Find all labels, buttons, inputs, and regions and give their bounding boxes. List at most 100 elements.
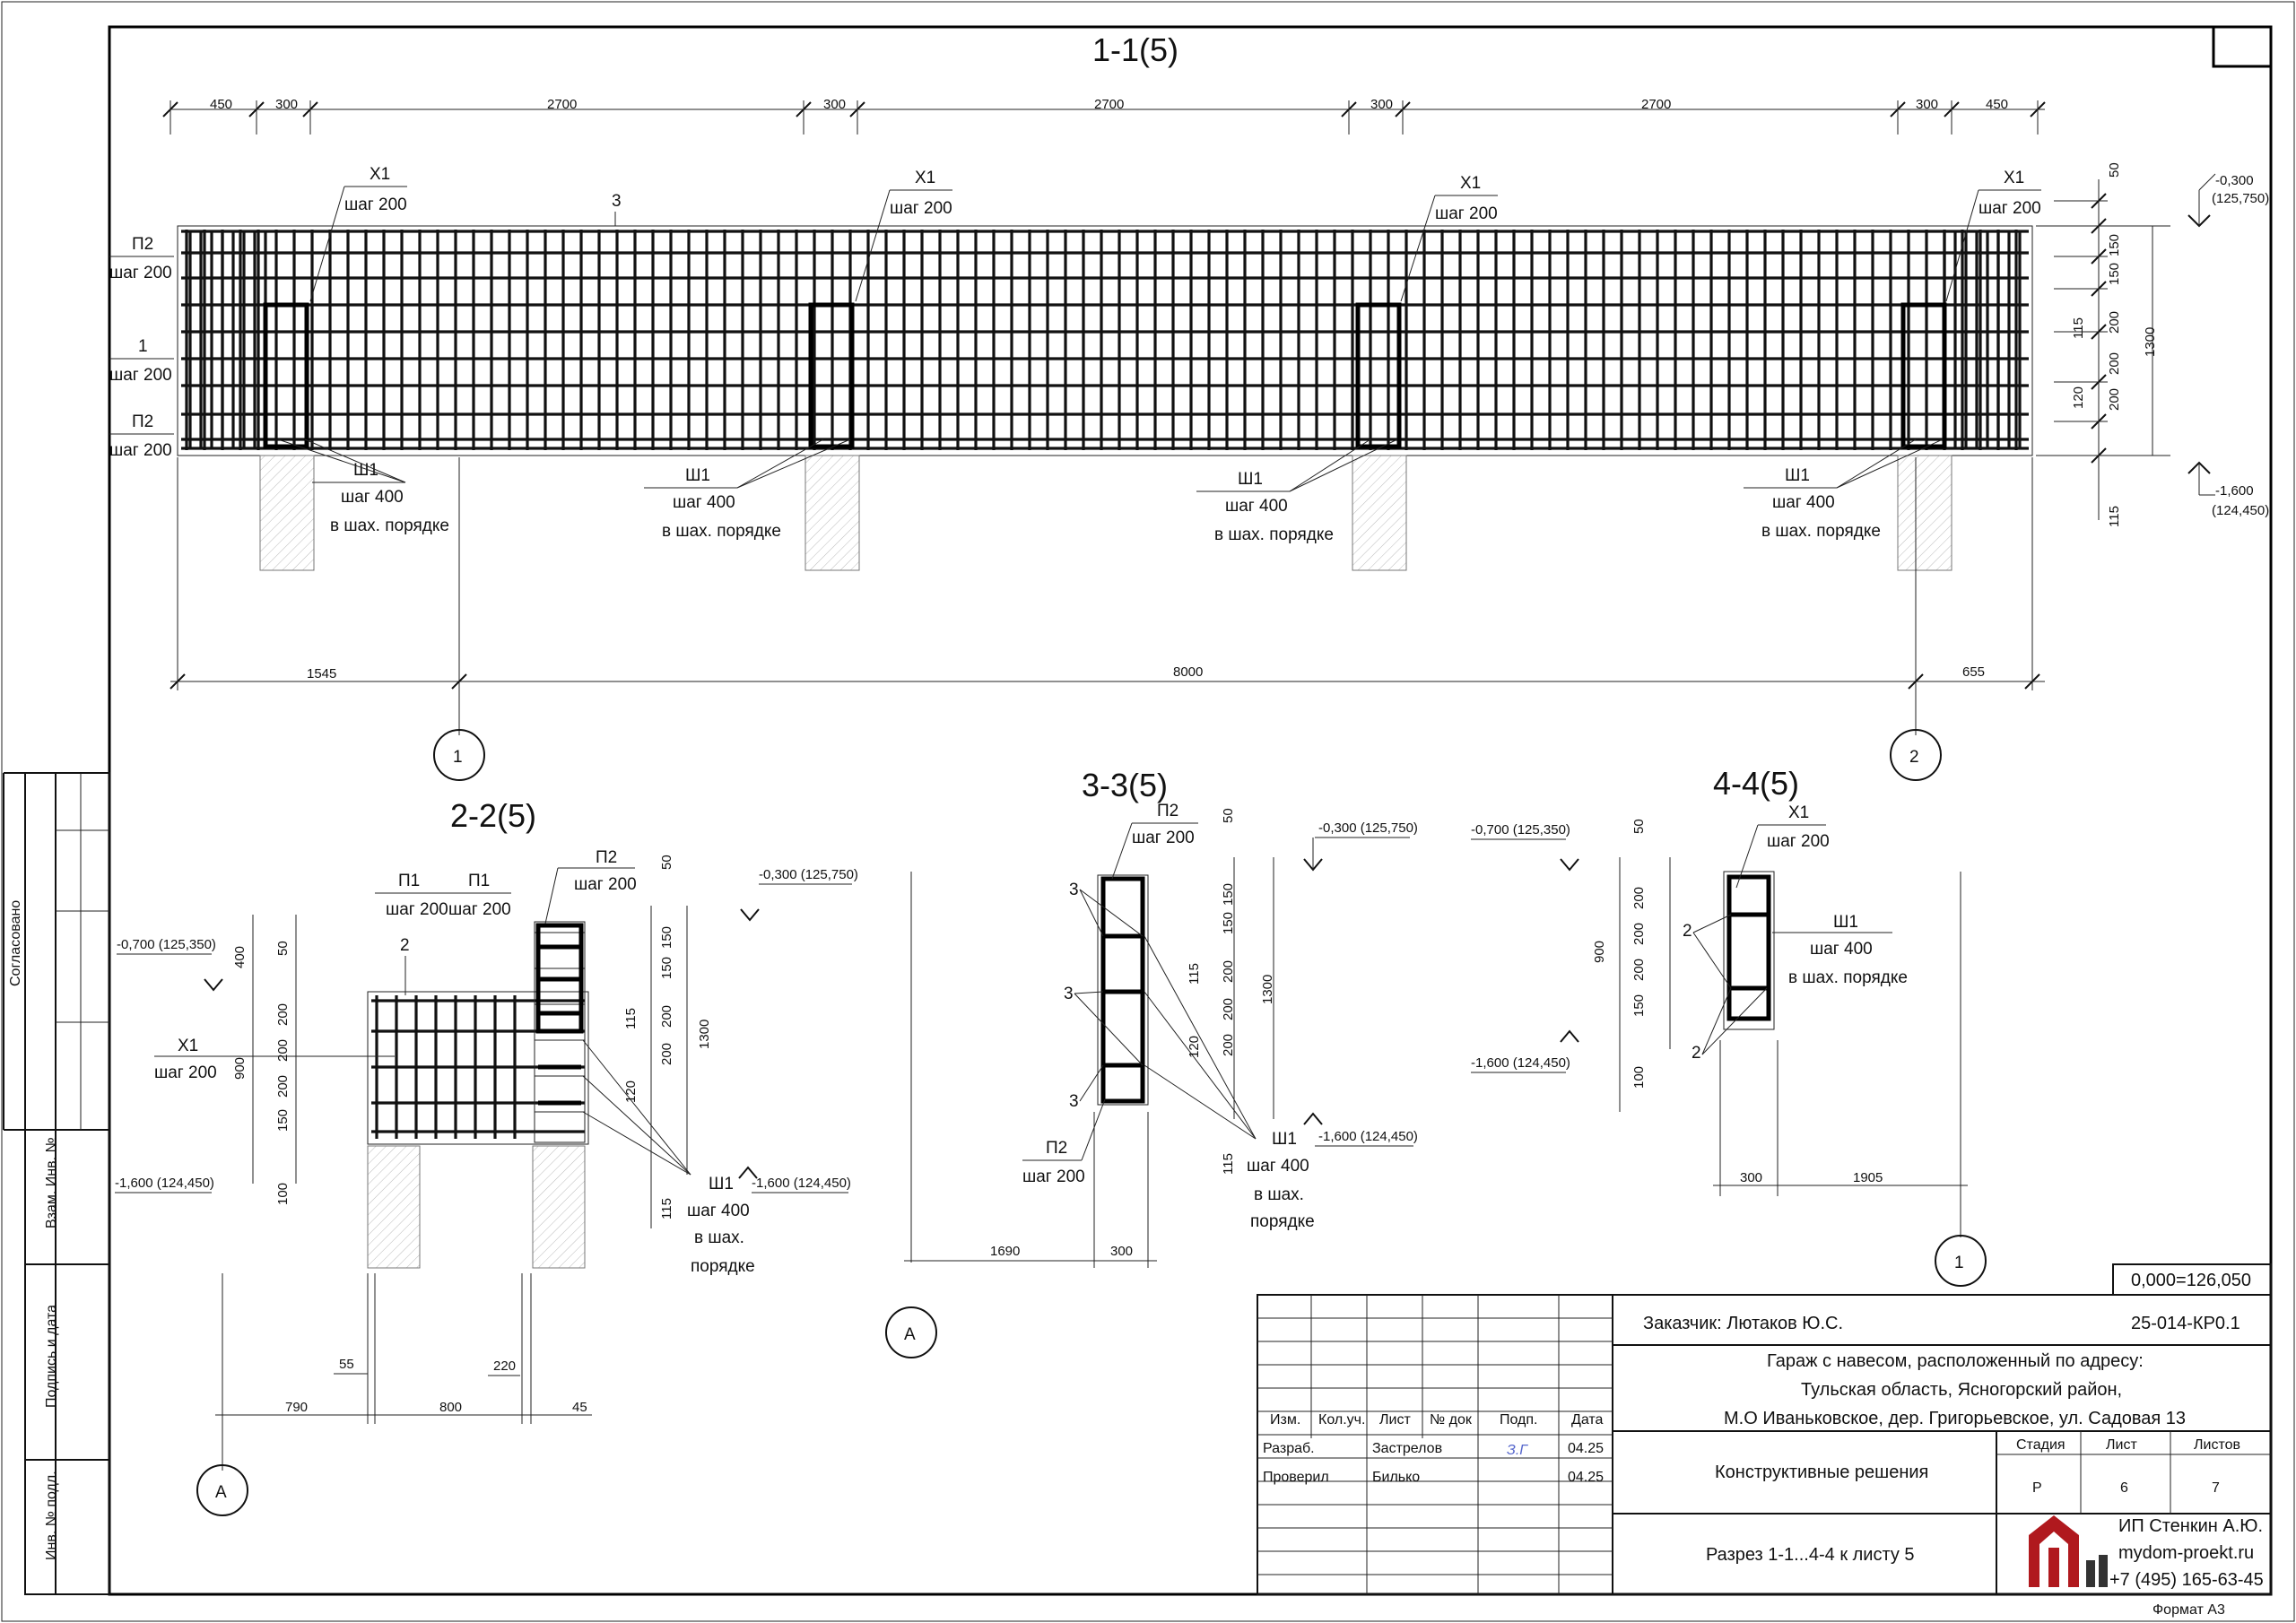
leader — [277, 438, 406, 483]
leader — [1836, 438, 1917, 489]
dim: 450 — [1986, 97, 2008, 112]
svg-text:ИП Стенкин А.Ю.: ИП Стенкин А.Ю. — [2118, 1516, 2263, 1536]
label-3: 3 — [612, 192, 622, 211]
label-step: шаг 400 — [341, 488, 404, 507]
dim: 150 — [2107, 263, 2122, 285]
svg-text:900: 900 — [1592, 941, 1607, 963]
beam-reinforcement — [181, 230, 2029, 450]
sign-date-label: Подпись и дата — [44, 1305, 59, 1408]
dim: 200 — [2107, 311, 2122, 334]
label-chess: в шах. порядке — [1761, 522, 1881, 541]
label-step: шаг 400 — [673, 493, 735, 512]
svg-text:шаг 200: шаг 200 — [1022, 1167, 1085, 1186]
svg-text:300: 300 — [1110, 1244, 1133, 1259]
section-1-1: 1-1(5) 450 300 2700 300 2700 300 2700 30… — [109, 31, 2269, 781]
svg-text:шаг 200: шаг 200 — [386, 900, 448, 919]
signature: З.Г — [1507, 1443, 1528, 1458]
format-label: Формат А3 — [2152, 1602, 2225, 1618]
svg-text:200: 200 — [659, 1005, 674, 1028]
pile — [1897, 455, 1952, 571]
stirrup — [535, 923, 584, 1034]
svg-text:04.25: 04.25 — [1568, 1470, 1604, 1485]
svg-text:mydom-proekt.ru: mydom-proekt.ru — [2118, 1543, 2254, 1563]
svg-text:-1,600 (124,450): -1,600 (124,450) — [752, 1176, 851, 1191]
svg-text:-1,600 (124,450): -1,600 (124,450) — [1471, 1055, 1570, 1071]
svg-text:-1,600 (124,450): -1,600 (124,450) — [1318, 1129, 1418, 1144]
label-x1: Х1 — [370, 165, 390, 184]
svg-text:-1,600 (124,450): -1,600 (124,450) — [115, 1176, 214, 1191]
svg-text:150: 150 — [1631, 994, 1647, 1017]
pile — [1352, 455, 1407, 571]
svg-text:200: 200 — [1631, 887, 1647, 909]
svg-text:шаг 400: шаг 400 — [687, 1202, 750, 1220]
section-title-4-4: 4-4(5) — [1713, 765, 1799, 802]
stirrup — [263, 302, 309, 449]
svg-text:А: А — [904, 1325, 916, 1344]
svg-text:шаг 200: шаг 200 — [574, 875, 637, 894]
svg-text:А: А — [215, 1483, 227, 1502]
label-step: шаг 400 — [1225, 497, 1288, 516]
svg-text:200: 200 — [1221, 998, 1236, 1020]
label-chess: в шах. порядке — [330, 516, 449, 535]
label-x1: Х1 — [1788, 803, 1809, 822]
leader — [1400, 195, 1436, 302]
label-step: шаг 200 — [890, 199, 952, 218]
label-step: шаг 200 — [109, 264, 172, 282]
title-block: 0,000=126,050 Изм. Кол.уч. Лист № док По… — [1257, 1263, 2272, 1618]
svg-text:порядке: порядке — [691, 1257, 755, 1276]
label-step: шаг 200 — [1979, 199, 2041, 218]
axis-marker-1: 1 — [433, 729, 485, 781]
svg-text:50: 50 — [1631, 819, 1647, 834]
dim: 1300 — [2143, 327, 2158, 357]
label-step: шаг 200 — [1435, 204, 1498, 223]
svg-text:200: 200 — [1631, 923, 1647, 945]
svg-text:Гараж с навесом, расположенный: Гараж с навесом, расположенный по адресу… — [1767, 1351, 2144, 1371]
svg-text:1300: 1300 — [697, 1020, 712, 1049]
svg-text:порядке: порядке — [1250, 1212, 1315, 1231]
label-x1: Х1 — [2004, 169, 2024, 187]
dim: 2700 — [1094, 97, 1124, 112]
svg-text:Изм.: Изм. — [1270, 1412, 1300, 1428]
label-sh1: Ш1 — [685, 466, 710, 485]
leader — [736, 438, 824, 489]
svg-text:3: 3 — [1069, 1092, 1079, 1111]
svg-text:1690: 1690 — [990, 1244, 1020, 1259]
svg-text:150: 150 — [1221, 912, 1236, 934]
svg-text:Кол.уч.: Кол.уч. — [1318, 1412, 1365, 1428]
svg-text:Листов: Листов — [2194, 1437, 2240, 1453]
section-name: Конструктивные решения — [1715, 1462, 1928, 1482]
svg-text:Р: Р — [2032, 1480, 2042, 1496]
label-sh1: Ш1 — [1785, 466, 1810, 485]
left-callouts: П2 шаг 200 1 шаг 200 П2 шаг 200 3 — [109, 192, 622, 460]
svg-text:шаг 200: шаг 200 — [154, 1063, 217, 1082]
svg-text:1905: 1905 — [1853, 1170, 1883, 1185]
svg-text:(124,450): (124,450) — [2212, 503, 2269, 518]
pile — [367, 1145, 421, 1269]
svg-text:шаг 400: шаг 400 — [1247, 1157, 1309, 1176]
label-x1: Х1 — [1460, 174, 1481, 193]
label-x1: Х1 — [915, 169, 935, 187]
label-p1: П1 — [468, 872, 490, 890]
svg-text:в шах.: в шах. — [1254, 1185, 1304, 1204]
svg-text:400: 400 — [232, 946, 248, 968]
svg-text:115: 115 — [623, 1008, 639, 1029]
label-chess: в шах. порядке — [662, 522, 781, 541]
stirrup — [1726, 874, 1771, 1021]
dim: 115 — [2107, 506, 2122, 527]
svg-text:Проверил: Проверил — [1263, 1470, 1329, 1485]
level-mark-bottom: -1,600 (124,450) — [2187, 461, 2269, 518]
dim: 200 — [2107, 388, 2122, 411]
leader — [1289, 438, 1398, 492]
dim: 8000 — [1173, 664, 1203, 680]
leader — [304, 438, 406, 483]
elevation-ref: 0,000=126,050 — [2131, 1271, 2251, 1290]
svg-text:200: 200 — [275, 1039, 291, 1062]
svg-text:115: 115 — [1221, 1153, 1236, 1175]
svg-text:(125,750): (125,750) — [2212, 191, 2269, 206]
sheet-name: Разрез 1-1...4-4 к листу 5 — [1706, 1545, 1915, 1565]
svg-text:Стадия: Стадия — [2016, 1437, 2066, 1453]
svg-text:790: 790 — [285, 1400, 308, 1415]
svg-text:в шах. порядке: в шах. порядке — [1788, 968, 1908, 987]
svg-text:Подп.: Подп. — [1500, 1412, 1538, 1428]
